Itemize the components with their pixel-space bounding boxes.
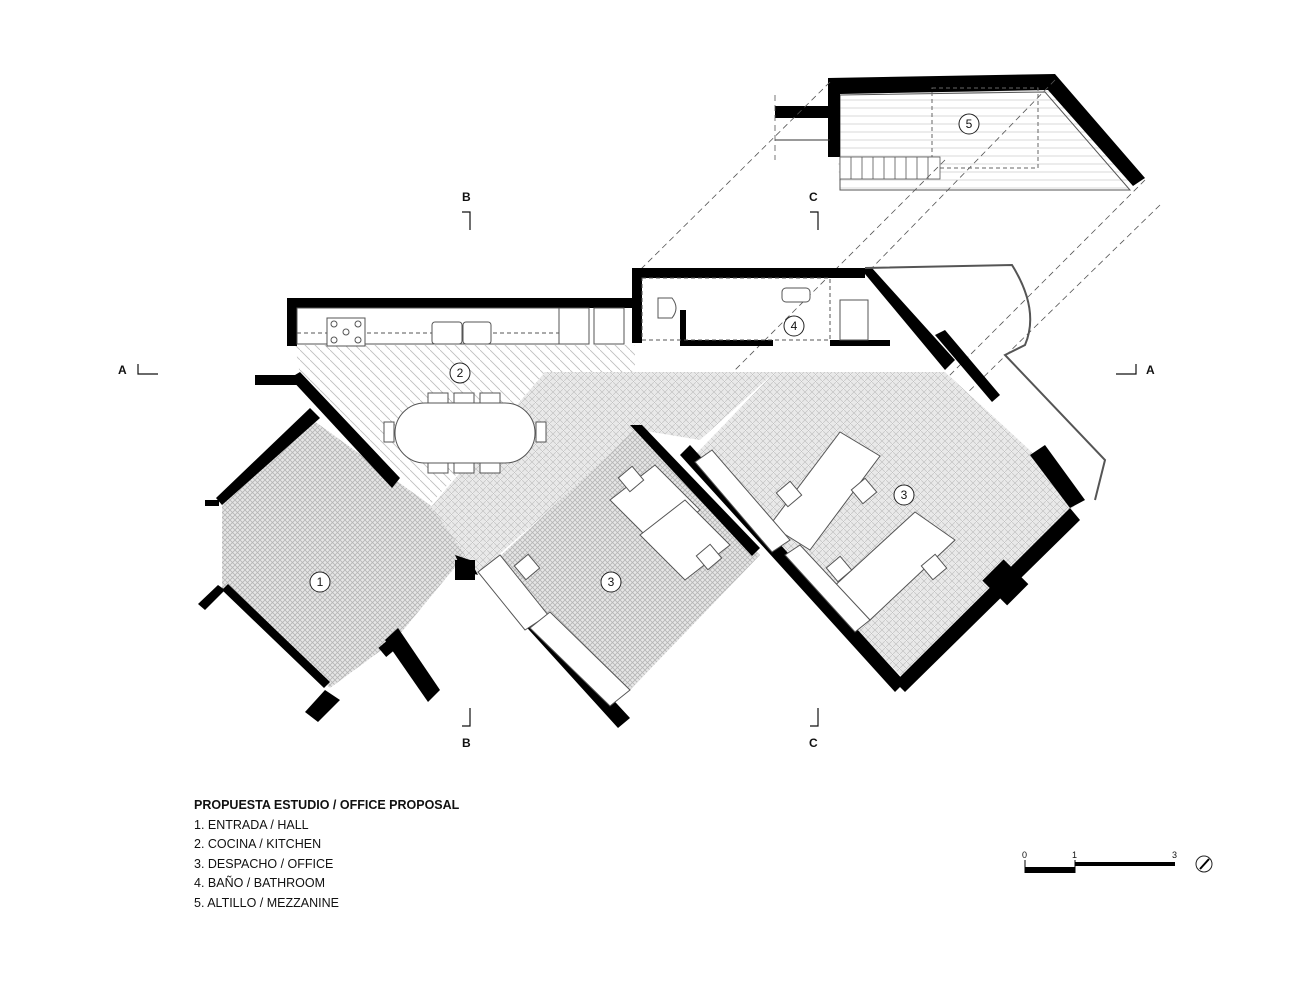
kitchen-counter	[296, 307, 625, 347]
scale-tick-1: 1	[1072, 850, 1078, 860]
legend-item-mezzanine: 5. ALTILLO / MEZZANINE	[194, 895, 339, 910]
dining-table	[383, 392, 547, 474]
legend-item-kitchen: 2. COCINA / KITCHEN	[194, 837, 322, 852]
room-number-2: 2	[457, 366, 464, 380]
section-label-a-right: A	[1146, 363, 1155, 377]
legend-item-bathroom: 4. BAÑO / BATHROOM	[194, 876, 326, 891]
room-number-5: 5	[966, 117, 973, 131]
mezzanine-room	[775, 74, 1145, 191]
legend-item-hall: 1. ENTRADA / HALL	[194, 817, 309, 832]
room-number-3b: 3	[901, 488, 908, 502]
section-label-b-bottom: B	[462, 736, 471, 750]
scale-tick-0: 0	[1022, 850, 1028, 860]
office-floor-large	[690, 372, 1080, 680]
hall-floor	[222, 418, 465, 688]
section-label-a-left: A	[118, 363, 127, 377]
room-number-3a: 3	[608, 575, 615, 589]
office-desks-large	[694, 431, 956, 633]
section-label-c-bottom: C	[809, 736, 818, 750]
legend: PROPUESTA ESTUDIO / OFFICE PROPOSAL 1. E…	[194, 796, 459, 914]
section-brackets	[137, 211, 1137, 727]
legend-title: PROPUESTA ESTUDIO / OFFICE PROPOSAL	[194, 798, 460, 812]
legend-item-office: 3. DESPACHO / OFFICE	[194, 856, 334, 871]
projection-lines	[639, 79, 1161, 401]
room-number-4: 4	[791, 319, 798, 333]
north-arrow-icon	[1195, 855, 1213, 873]
room-number-1: 1	[317, 575, 324, 589]
scale-tick-3: 3	[1172, 850, 1178, 860]
bathroom-fixtures	[641, 277, 869, 341]
office-desks-small	[477, 464, 731, 707]
section-label-c-top: C	[809, 190, 818, 204]
room-markers	[309, 113, 980, 593]
section-label-b-top: B	[462, 190, 471, 204]
scale-bar	[1024, 860, 1175, 873]
terrace-outline	[864, 263, 1107, 501]
